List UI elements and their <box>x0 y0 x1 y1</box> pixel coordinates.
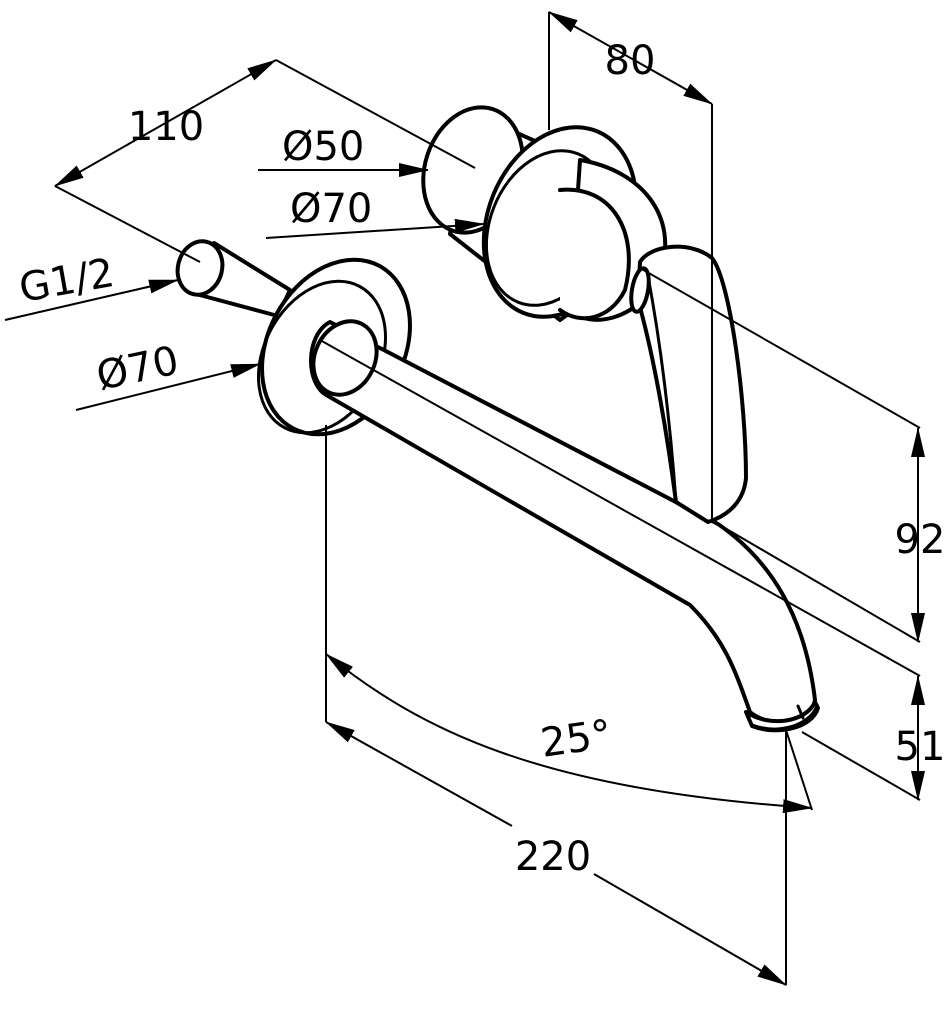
label-110: 110 <box>128 104 204 150</box>
dim-thread-leader <box>4 279 179 321</box>
label-dia70-rosette: Ø70 <box>93 338 183 400</box>
dim-92 <box>639 267 925 643</box>
label-dia70-cartridge: Ø70 <box>290 186 372 232</box>
label-220: 220 <box>515 834 591 880</box>
dim-angle-25 <box>325 653 813 814</box>
label-80: 80 <box>605 38 656 84</box>
label-92: 92 <box>895 517 946 563</box>
label-angle: 25° <box>538 711 615 766</box>
label-thread: G1/2 <box>16 250 118 312</box>
lever-handle <box>629 244 748 524</box>
label-51: 51 <box>895 724 946 770</box>
dim-51 <box>319 339 925 801</box>
dim-dia70-cartridge-leader <box>265 218 485 239</box>
cartridge-body <box>421 105 668 322</box>
connector-pipe <box>175 239 292 318</box>
dim-110 <box>54 59 476 263</box>
dim-80 <box>548 11 713 520</box>
dim-dia70-rosette-leader <box>75 363 261 411</box>
label-dia50: Ø50 <box>282 124 364 170</box>
